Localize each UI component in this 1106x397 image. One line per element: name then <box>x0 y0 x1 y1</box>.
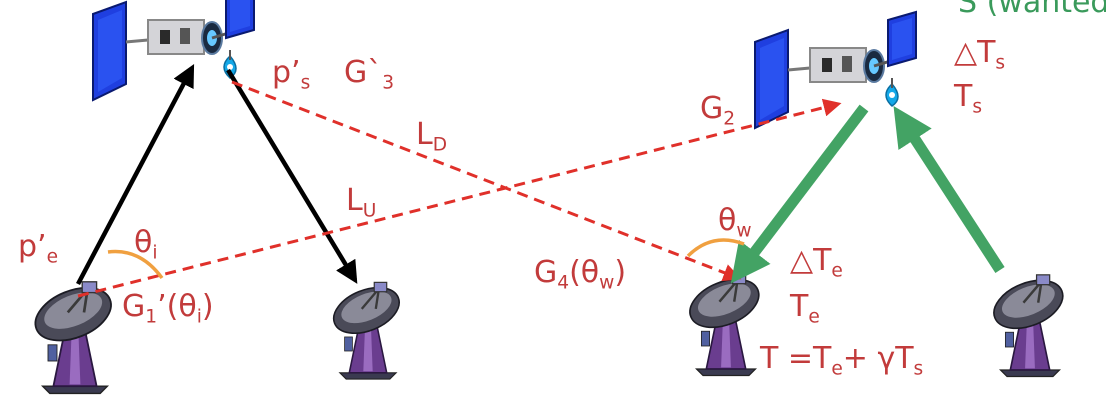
g3-label: G`3 <box>344 55 395 94</box>
dish-antenna-icon <box>325 277 408 381</box>
l-u-label: LU <box>346 183 377 222</box>
dish-antenna-icon <box>681 268 768 377</box>
downlink-arrow <box>226 68 358 284</box>
wanted-uplink-arrow <box>893 106 1005 273</box>
wanted-downlink-arrow <box>730 104 869 284</box>
delta-ts-label: △Ts <box>954 35 1006 74</box>
theta-i-label: θi <box>134 225 158 264</box>
theta-w-arc <box>686 238 745 258</box>
interfering-downlink-dashed <box>231 80 742 282</box>
wanted-satellite-label: S (wanted) <box>958 0 1106 20</box>
g2-label: G2 <box>700 91 736 130</box>
noise-temperature-equation: T =Te+ γTs <box>760 341 924 380</box>
p-s-label: p’s <box>272 55 311 94</box>
l-d-label: LD <box>416 117 448 156</box>
p-e-label: p’e <box>18 229 59 268</box>
theta-w-label: θw <box>718 203 752 242</box>
ts-label: Ts <box>954 79 983 118</box>
interfering-uplink-dashed <box>77 98 842 298</box>
te-label: Te <box>790 289 820 328</box>
g1-label: G1’(θi) <box>122 289 214 328</box>
dish-antenna-icon <box>26 276 121 395</box>
theta-i-arc <box>107 249 164 280</box>
g4-label: G4(θw) <box>534 255 627 294</box>
uplink-arrow <box>76 64 195 286</box>
dish-antenna-icon <box>985 269 1072 378</box>
satellite-icon <box>91 0 256 102</box>
delta-te-label: △Te <box>790 243 843 282</box>
satellite-icon <box>753 10 918 130</box>
